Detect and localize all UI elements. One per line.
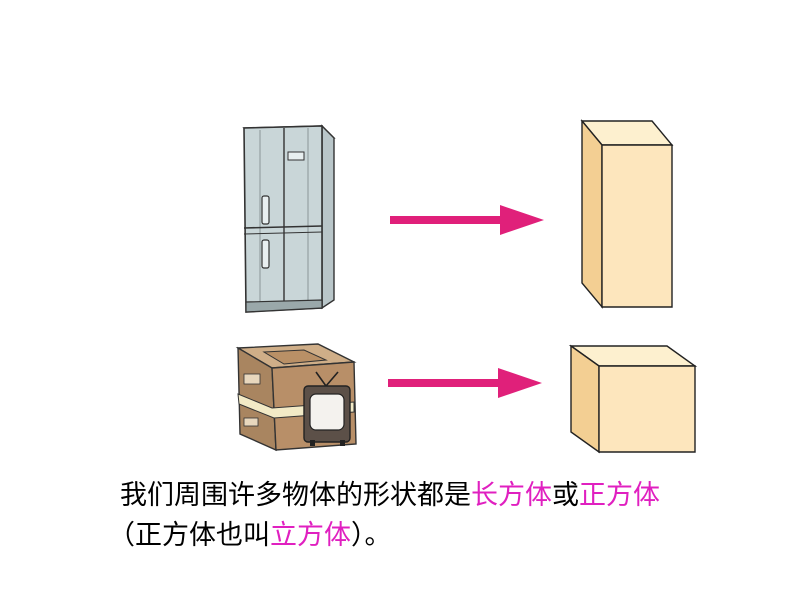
refrigerator-icon	[242, 124, 336, 313]
highlight-cuboid: 长方体	[471, 480, 552, 511]
caption-connector: 或	[552, 480, 579, 511]
caption-line-2: （正方体也叫立方体）。	[108, 516, 780, 556]
caption-open: （正方体也叫	[108, 520, 270, 551]
caption-close: ）。	[351, 520, 392, 551]
caption-text-1: 我们周围许多物体的形状都是	[120, 480, 471, 511]
right-arrow-icon	[390, 205, 544, 235]
highlight-cube: 立方体	[270, 520, 351, 551]
caption-line-1: 我们周围许多物体的形状都是长方体或正方体	[120, 476, 780, 516]
highlight-square-prism: 正方体	[579, 480, 660, 511]
right-arrow-icon	[388, 368, 542, 398]
cube-icon	[568, 344, 698, 454]
rectangular-prism-icon	[580, 119, 674, 309]
cardboard-box-with-tv-icon	[235, 343, 357, 452]
caption-text: 我们周围许多物体的形状都是长方体或正方体 （正方体也叫立方体）。	[108, 476, 780, 556]
